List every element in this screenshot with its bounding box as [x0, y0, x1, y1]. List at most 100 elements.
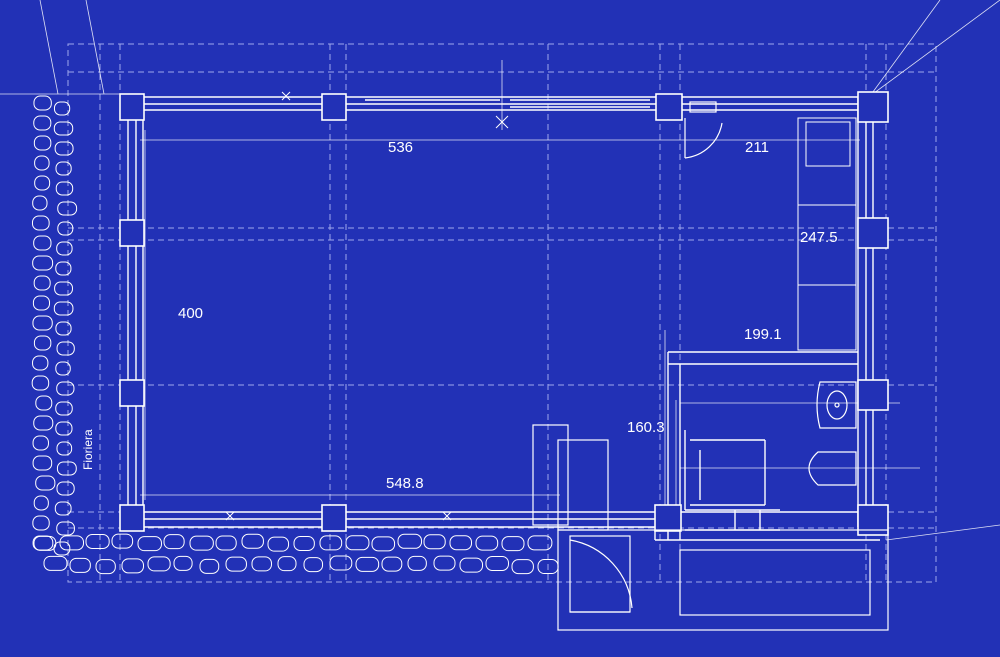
counter	[797, 117, 857, 351]
paving-stone	[511, 559, 534, 575]
paving-stone	[34, 175, 51, 191]
paving-stone	[407, 555, 427, 571]
paving-stone	[199, 558, 220, 574]
paving-stone	[121, 558, 144, 574]
paving-stone	[56, 341, 75, 356]
paving-stone	[32, 295, 51, 311]
dim-total-length: 548.8	[386, 475, 424, 492]
bottom-door	[532, 424, 889, 631]
dim-right-room-width: 211	[745, 139, 769, 156]
paving-stone	[319, 535, 343, 551]
paving-stone	[32, 435, 49, 451]
paving-stone	[54, 501, 72, 516]
paving-stone	[33, 115, 52, 131]
paving-stone	[251, 556, 272, 572]
paving-stone	[34, 155, 50, 171]
dim-main-height: 400	[178, 305, 203, 322]
paving-stone	[56, 521, 75, 536]
entry-door	[684, 101, 723, 159]
dim-bath-depth: 160.3	[627, 419, 665, 436]
paving-stone	[55, 421, 73, 436]
paving-stone	[355, 556, 380, 572]
paving-stone	[32, 355, 49, 371]
paving-stone	[329, 555, 353, 571]
paving-stone	[423, 534, 446, 550]
paving-stone	[267, 536, 290, 552]
paving-stone	[55, 181, 74, 196]
paving-stone	[501, 536, 525, 552]
sink-icon	[816, 381, 857, 429]
dim-right-room-depth: 247.5	[800, 229, 838, 246]
paving-stone	[56, 461, 77, 476]
paving-stone	[95, 559, 116, 575]
paving-stone	[33, 415, 54, 431]
paving-stone	[33, 535, 57, 551]
columns	[119, 91, 889, 536]
planter-label: Fioriera	[81, 429, 95, 470]
paving-stone	[57, 201, 78, 216]
paving-stone	[147, 556, 171, 572]
paving-stone	[189, 535, 214, 551]
paving-stone	[31, 215, 50, 231]
paving-stone	[215, 535, 237, 551]
paving-stone	[433, 555, 456, 571]
paving-stone	[85, 534, 110, 550]
paving-stone	[163, 534, 185, 550]
paving-stone	[57, 221, 74, 236]
paving-stone	[449, 535, 473, 551]
paving-stone	[55, 361, 71, 376]
paving-stone	[56, 481, 75, 496]
paving-stone	[345, 535, 370, 551]
paving-stone	[32, 195, 48, 211]
paving-stone	[173, 555, 193, 571]
paving-stone	[33, 495, 49, 511]
paving-stone	[381, 556, 403, 572]
paving-stone	[459, 557, 484, 573]
paving-stone	[53, 301, 74, 316]
paving-stone	[56, 241, 73, 256]
paving-stone	[69, 557, 91, 573]
paving-stone	[303, 557, 324, 573]
paving-stone	[485, 555, 509, 571]
paving-stone	[33, 135, 52, 151]
walls	[127, 96, 880, 541]
dim-bath-width: 199.1	[744, 326, 782, 343]
paving-stone	[32, 455, 53, 471]
paving-stone	[137, 536, 162, 552]
paving-stone	[35, 475, 56, 491]
paving-stone	[475, 535, 499, 551]
paving-stone	[54, 141, 74, 156]
paving-stone	[293, 535, 315, 551]
paving-stone	[527, 535, 553, 551]
paving-stone	[55, 261, 72, 276]
toilet-icon	[808, 451, 857, 486]
paving-stone	[55, 321, 72, 336]
paving-stone	[371, 536, 396, 552]
paving-stone	[33, 95, 52, 111]
paving-stone	[53, 101, 71, 116]
paving-stone	[241, 533, 264, 549]
markers	[225, 91, 509, 521]
paving-stone	[56, 441, 73, 456]
paving-stone	[35, 395, 53, 411]
paving-stone	[56, 381, 75, 396]
paving-stone	[59, 535, 84, 551]
bathroom-fixtures	[808, 381, 857, 486]
dim-main-length-top: 536	[388, 139, 413, 156]
paving-stone	[33, 235, 52, 251]
paving-stone	[55, 161, 72, 176]
paving-stone	[33, 335, 52, 351]
paving-stone	[43, 555, 68, 571]
paving-stone	[111, 533, 134, 549]
paving-stone	[53, 121, 74, 136]
paving-stone	[277, 556, 297, 572]
paving-stone	[54, 281, 73, 296]
paving-stone	[55, 401, 73, 416]
paving-stone	[32, 315, 53, 331]
paving-stone	[397, 533, 423, 549]
paving-stone	[32, 515, 50, 531]
paving-stone	[31, 375, 50, 391]
paving-stone	[32, 255, 54, 271]
paving-stone	[225, 556, 247, 572]
